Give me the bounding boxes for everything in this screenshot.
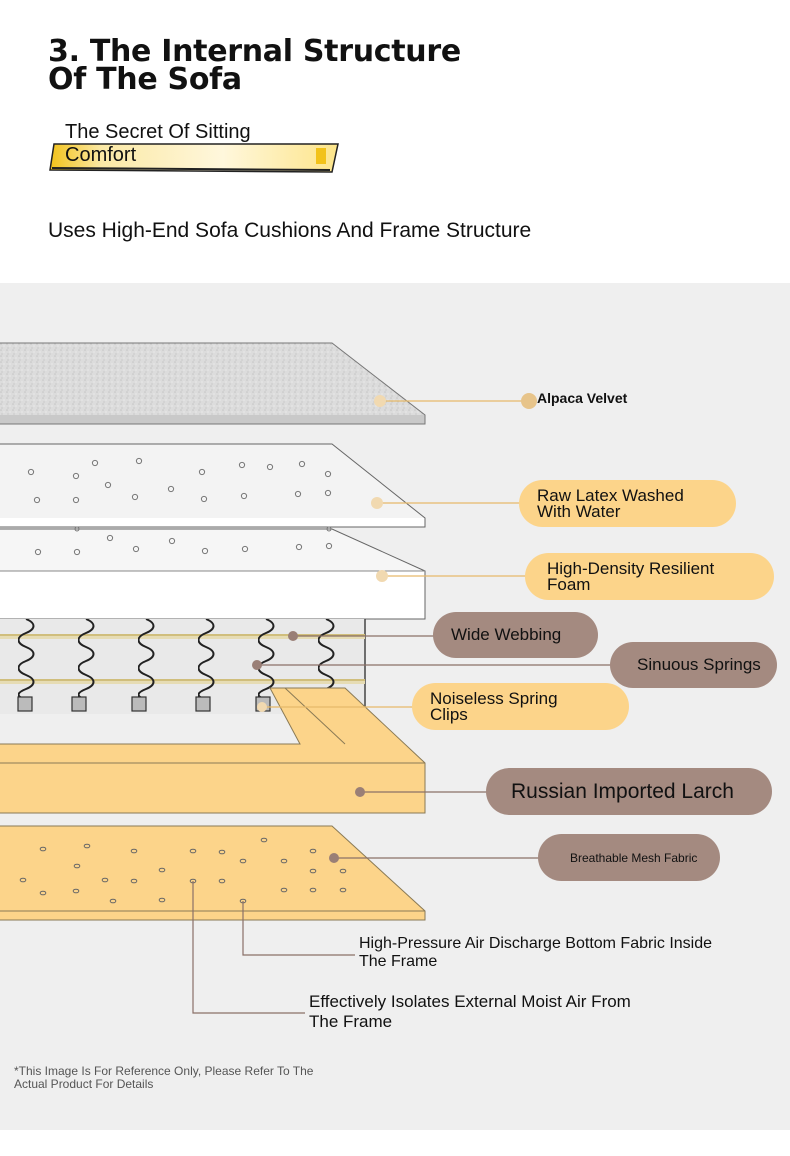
- label-sinuous-springs: Sinuous Springs: [610, 642, 777, 688]
- sinuous-springs-graphic: [18, 619, 338, 699]
- label-spring-clips-line1: Noiseless Spring: [430, 688, 558, 708]
- dot-alpaca-velvet: [374, 395, 386, 407]
- leader-lines: [192, 400, 612, 1014]
- label-alpaca-velvet: Alpaca Velvet: [537, 390, 628, 406]
- dot-mesh-fabric: [329, 853, 339, 863]
- foam-layer: [0, 526, 426, 620]
- note-isolates-line1: Effectively Isolates External Moist Air …: [309, 992, 631, 1011]
- leader-dots: [252, 393, 537, 863]
- label-mesh-fabric: Breathable Mesh Fabric: [538, 834, 720, 881]
- note-air-discharge-line1: High-Pressure Air Discharge Bottom Fabri…: [359, 935, 713, 952]
- label-larch: Russian Imported Larch: [486, 768, 772, 815]
- label-foam-line2: Foam: [547, 574, 591, 594]
- disclaimer-line2: Actual Product For Details: [14, 1077, 154, 1091]
- dot-spring-clips: [257, 702, 267, 712]
- highlighter-stroke-graphic: [49, 143, 339, 173]
- latex-layer: [0, 443, 426, 528]
- label-raw-latex: Raw Latex Washed With Water: [519, 480, 736, 527]
- page-title-line1: 3. The Internal Structure: [48, 34, 461, 69]
- mesh-fabric-layer: [0, 825, 426, 921]
- label-wide-webbing: Wide Webbing: [433, 612, 598, 658]
- subtitle-line1: The Secret Of Sitting: [65, 121, 251, 143]
- label-foam-line1: High-Density Resilient: [547, 558, 715, 578]
- label-spring-clips: Noiseless Spring Clips: [412, 683, 629, 730]
- subtitle-badge: The Secret Of Sitting Comfort: [48, 118, 343, 178]
- page-title: 3. The Internal Structure Of The Sofa: [48, 34, 461, 97]
- label-spring-clips-line2: Clips: [430, 704, 468, 724]
- disclaimer-line1: *This Image Is For Reference Only, Pleas…: [14, 1064, 314, 1078]
- subtitle-line2: Comfort: [65, 144, 137, 166]
- note-air-discharge: High-Pressure Air Discharge Bottom Fabri…: [359, 935, 712, 971]
- dot-raw-latex: [371, 497, 383, 509]
- dot-alpaca-velvet-end: [521, 393, 537, 409]
- note-isolates-line2: The Frame: [309, 1012, 393, 1031]
- leader-isolates: [192, 881, 305, 1014]
- note-air-discharge-line2: The Frame: [359, 953, 438, 970]
- page-title-line2: Of The Sofa: [48, 62, 242, 97]
- description: Uses High-End Sofa Cushions And Frame St…: [48, 219, 532, 242]
- subtitle: The Secret Of Sitting Comfort: [65, 121, 251, 167]
- dot-larch: [355, 787, 365, 797]
- label-raw-latex-line1: Raw Latex Washed: [537, 485, 684, 505]
- disclaimer: *This Image Is For Reference Only, Pleas…: [14, 1065, 313, 1091]
- label-raw-latex-line2: With Water: [537, 501, 621, 521]
- sofa-structure-diagram: [0, 342, 612, 1014]
- label-foam: High-Density Resilient Foam: [525, 553, 774, 600]
- velvet-layer: [0, 342, 426, 425]
- dot-foam: [376, 570, 388, 582]
- dot-sinuous-springs: [252, 660, 262, 670]
- dot-wide-webbing: [288, 631, 298, 641]
- leader-air-discharge: [242, 901, 355, 956]
- note-isolates: Effectively Isolates External Moist Air …: [309, 992, 631, 1032]
